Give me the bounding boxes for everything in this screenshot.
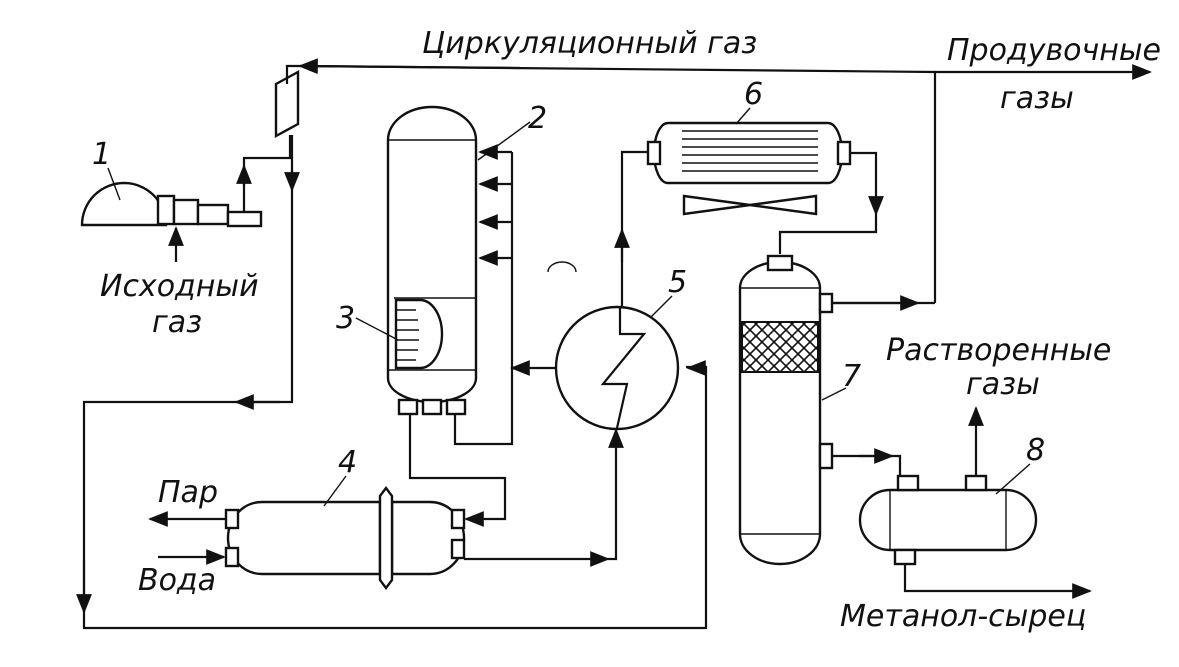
number-2: 2: [528, 101, 547, 136]
compressor-unit-1: [80, 181, 263, 228]
number-6: 6: [744, 77, 763, 112]
cooler-to-separator-line: [850, 151, 884, 216]
label-circulation-gas: Циркуляционный газ: [422, 26, 757, 61]
number-4: 4: [338, 445, 357, 480]
separator-liquid-line: [832, 454, 902, 476]
label-feed-gas-2: газ: [152, 305, 202, 340]
number-7: 7: [842, 359, 861, 394]
water-cooler-6: [646, 121, 852, 216]
catalyst-basket-3: [394, 298, 444, 370]
circulation-compressor: [274, 69, 300, 139]
exchanger-to-cooler-line: [620, 150, 648, 307]
number-5: 5: [668, 265, 687, 300]
label-purge-gas-1: Продувочные: [947, 33, 1161, 68]
separator-7: [738, 254, 834, 566]
heat-exchanger-5: [554, 305, 680, 431]
compressor-to-circulator-line: [242, 135, 292, 211]
label-steam: Пар: [158, 475, 218, 510]
label-crude-methanol: Метанол-сырец: [840, 599, 1086, 634]
crude-methanol-arrow: [903, 564, 1092, 599]
label-purge-gas-2: газы: [1000, 81, 1074, 116]
number-8: 8: [1026, 433, 1045, 468]
label-water: Вода: [138, 563, 216, 598]
waste-heat-boiler-4: [224, 486, 466, 590]
number-1: 1: [92, 137, 111, 172]
label-dissolved-gas-2: газы: [966, 367, 1040, 402]
label-feed-gas-1: Исходный: [100, 269, 259, 304]
reactor-to-boiler-line: [408, 414, 507, 527]
expansion-vessel-8: [858, 474, 1038, 566]
cold-gas-manifold: [453, 152, 514, 446]
circulation-gas-line: [285, 64, 937, 303]
label-dissolved-gas-1: Растворенные: [886, 333, 1111, 368]
scan-mark: [547, 261, 577, 273]
number-3: 3: [336, 301, 355, 336]
